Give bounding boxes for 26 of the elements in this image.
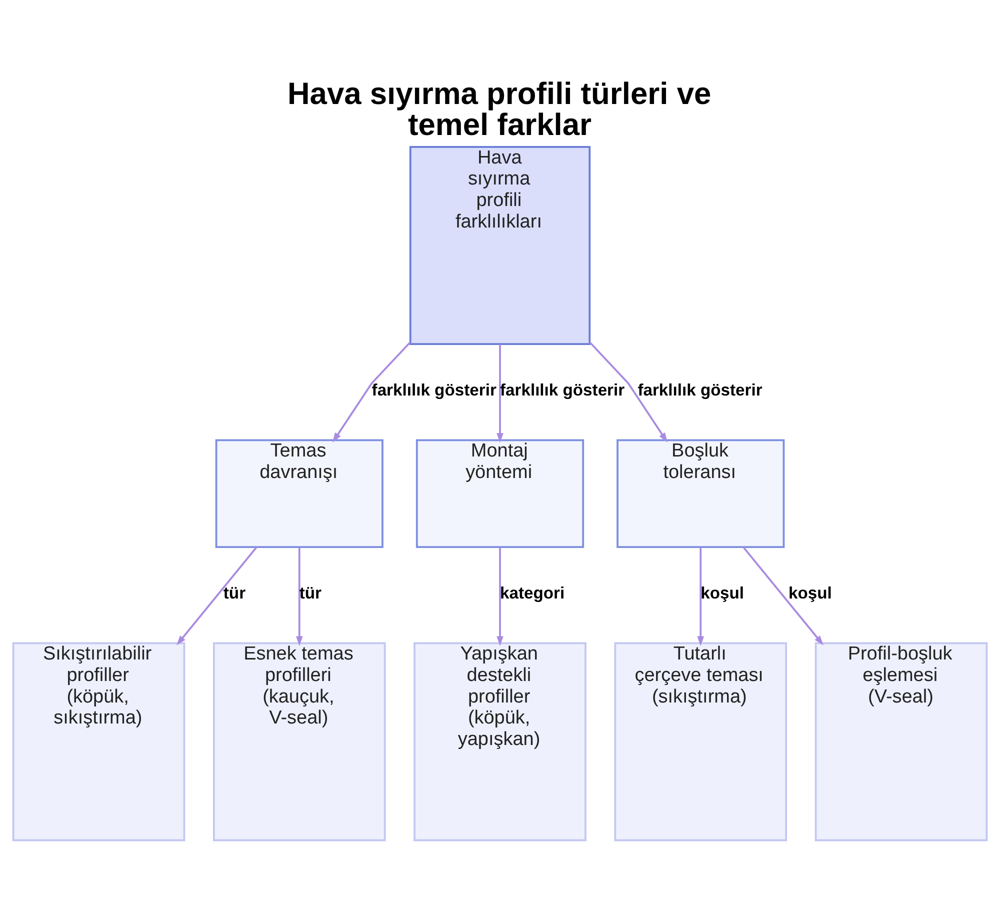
arrow <box>332 341 411 442</box>
edge-label: farklılık gösterir <box>638 380 762 399</box>
node-box: Montaj yöntemi <box>416 438 584 548</box>
node-box: Hava sıyırma profili farklılıkları <box>409 146 591 344</box>
node-box: Profil-boşluk eşlemesi (V-seal) <box>814 642 988 841</box>
edge-label: kategori <box>500 582 565 602</box>
edge-label: tür <box>223 582 246 602</box>
edge-label: tür <box>299 582 322 602</box>
node-box: Temas davranışı <box>215 438 384 548</box>
arrow <box>697 546 704 646</box>
arrow <box>496 344 504 442</box>
edge-label: koşul <box>700 582 744 602</box>
arrow <box>296 546 303 646</box>
node-box: Esnek temas profilleri (kauçuk, V-seal) <box>212 642 386 841</box>
arrow <box>496 546 504 646</box>
diagram-title: Hava sıyırma profili türleri ve temel farklar <box>288 76 712 142</box>
edge-label: farklılık gösterir <box>500 380 625 399</box>
node-box: Tutarlı çerçeve teması (sıkıştırma) <box>614 642 788 841</box>
arrow <box>742 546 824 645</box>
arrow <box>176 546 258 645</box>
arrow <box>589 341 668 442</box>
node-box: Boşluk toleransı <box>616 438 785 548</box>
edge-label: koşul <box>788 582 832 602</box>
edge-label: farklılık gösterir <box>372 380 496 399</box>
node-box: Yapışkan destekli profiller (köpük, yapışkan) <box>414 642 586 841</box>
node-box: Sıkıştırılabilir profiller (köpük, sıkıştırma) <box>12 642 186 841</box>
